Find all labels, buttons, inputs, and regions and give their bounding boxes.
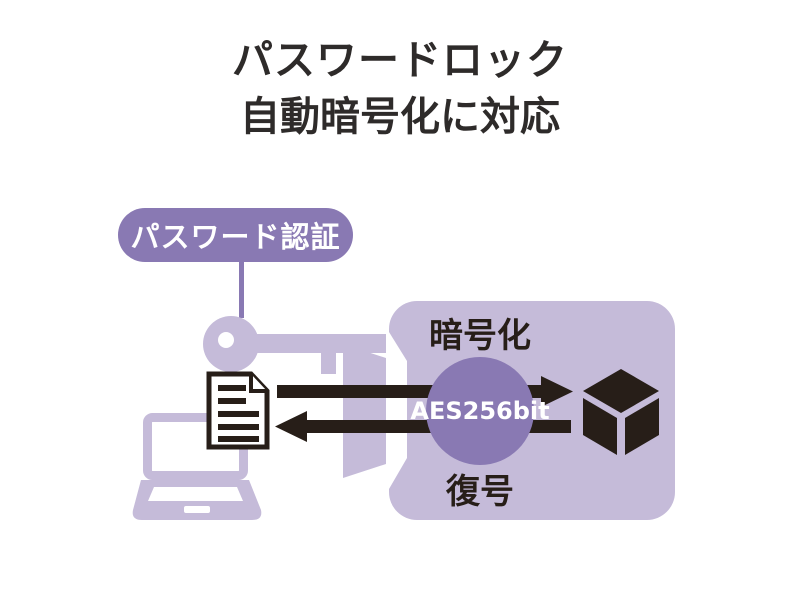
- password-auth-badge: パスワード認証: [118, 208, 353, 262]
- laptop-icon: [132, 413, 262, 520]
- decrypt-label: 復号: [446, 472, 514, 512]
- document-icon: [206, 371, 270, 450]
- page-title: パスワードロック: [232, 36, 568, 84]
- connector-line: [239, 260, 244, 318]
- key-icon: [203, 316, 386, 374]
- page-subtitle: 自動暗号化に対応: [240, 94, 560, 140]
- aes256-badge: AES256bit: [410, 357, 550, 465]
- encrypt-label: 暗号化: [429, 316, 531, 356]
